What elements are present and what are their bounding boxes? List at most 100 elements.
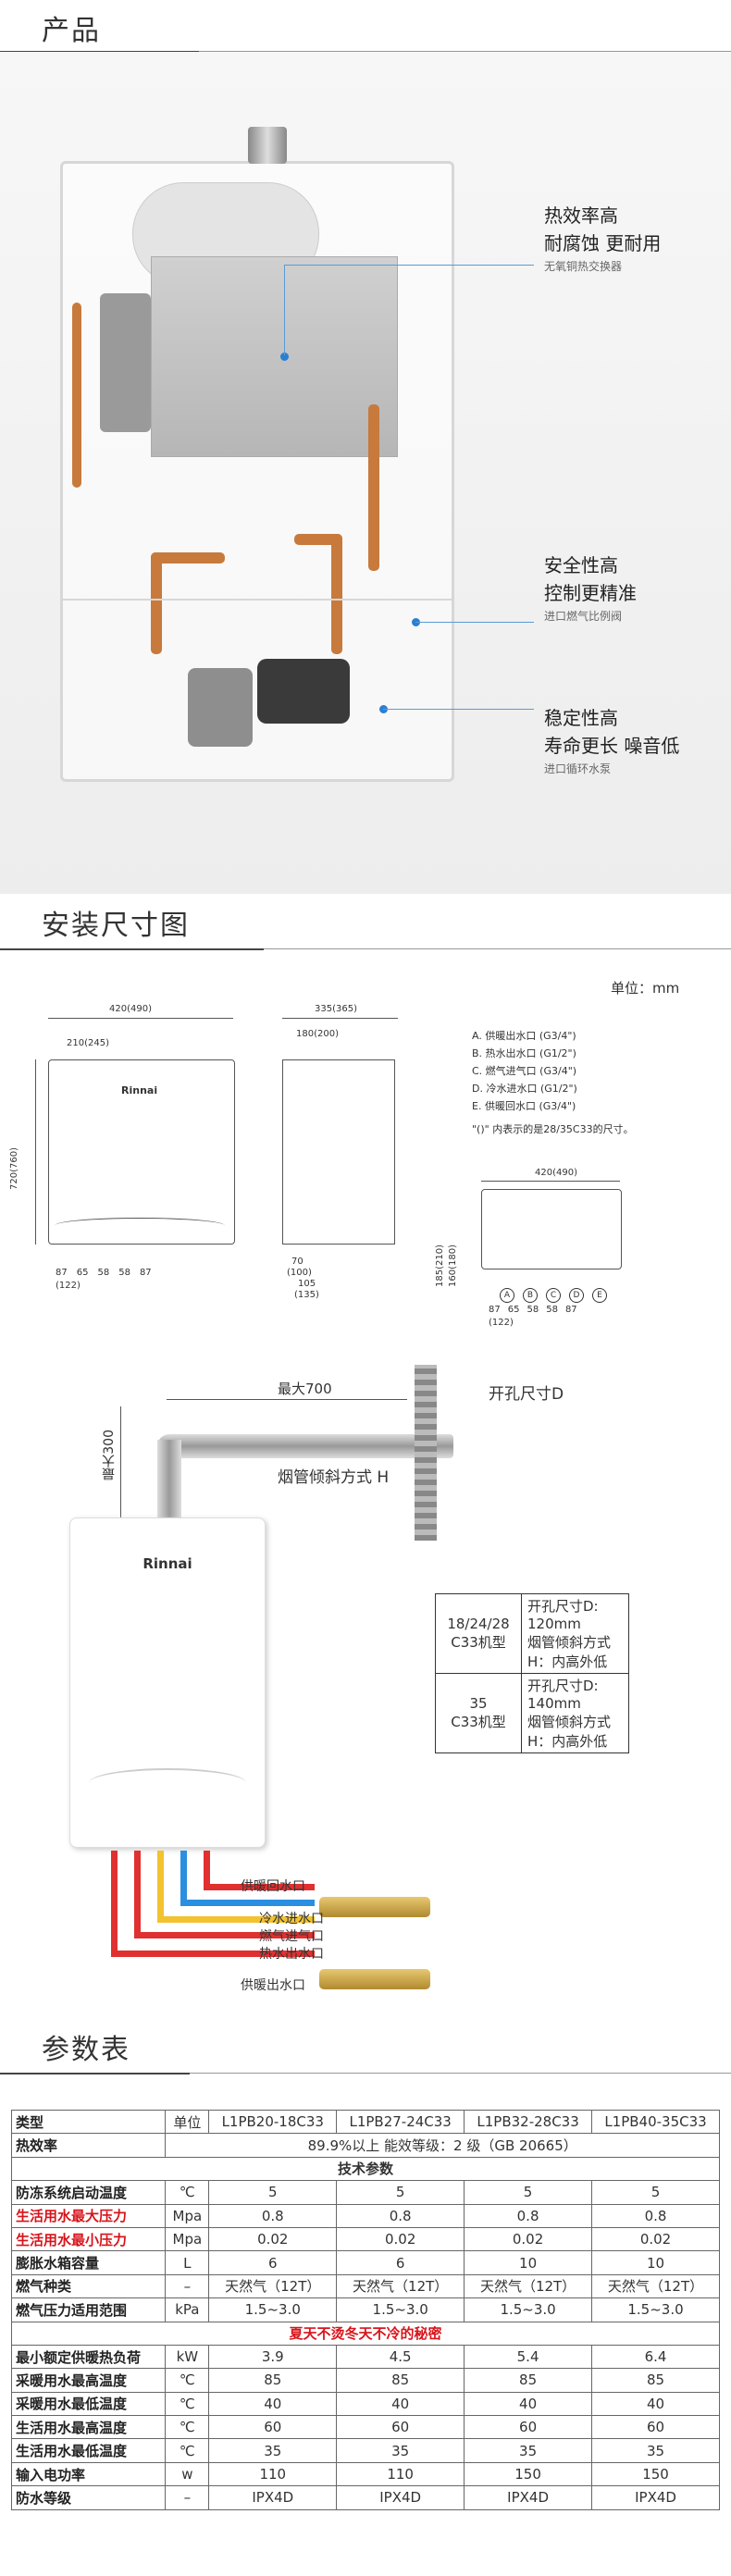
front-curve xyxy=(55,1218,225,1233)
dim-label: 58 xyxy=(118,1268,130,1278)
bottom-view-box xyxy=(481,1189,622,1269)
port-marker: C xyxy=(546,1288,561,1303)
brand-logo-small: Rinnai xyxy=(121,1084,158,1096)
row-value: 60 xyxy=(336,2415,465,2440)
divider xyxy=(63,599,452,601)
row-name: 防水等级 xyxy=(10,2485,167,2510)
feature-sub: 无氧铜热交换器 xyxy=(544,260,623,273)
row-name: 燃气压力适用范围 xyxy=(10,2297,167,2322)
spec-model-cell: 18/24/28 C33机型 xyxy=(435,1593,522,1674)
side-view-box xyxy=(282,1059,395,1245)
header-cell: L1PB40-35C33 xyxy=(591,2109,720,2135)
legend-item: B. 热水出水口 (G1/2") xyxy=(472,1047,576,1059)
bottom-spacing-dims: 87 65 58 58 87 xyxy=(489,1305,577,1315)
slogan-row: 夏天不烫冬天不冷的秘密 xyxy=(11,2321,720,2346)
row-value: 0.02 xyxy=(208,2226,338,2252)
row-value: 35 xyxy=(208,2438,338,2463)
copper-pipe xyxy=(294,534,342,545)
row-value: 0.02 xyxy=(591,2226,720,2252)
spec-model: 18/24/28 xyxy=(447,1616,510,1632)
row-unit: ℃ xyxy=(165,2391,210,2417)
dim-label: 70 xyxy=(291,1257,304,1267)
row-value: IPX4D xyxy=(336,2485,465,2510)
params-header-row: 类型 单位 L1PB20-18C33 L1PB27-24C33 L1PB32-2… xyxy=(10,2109,720,2135)
feature-line: 寿命更长 噪音低 xyxy=(544,735,680,757)
spec-row: 35 C33机型 开孔尺寸D: 140mm 烟管倾斜方式H：内高外低 xyxy=(435,1673,629,1753)
row-name: 最小额定供暖热负荷 xyxy=(10,2344,167,2370)
callout-line xyxy=(415,622,534,623)
row-unit: – xyxy=(165,2485,210,2510)
row-unit: ℃ xyxy=(165,2368,210,2393)
dim-label: 58 xyxy=(527,1305,539,1315)
row-unit: – xyxy=(165,2273,210,2299)
feature-3: 稳定性高 寿命更长 噪音低 进口循环水泵 xyxy=(544,704,679,778)
boiler-cutaway xyxy=(60,127,454,782)
legend-item: C. 燃气进气口 (G3/4") xyxy=(472,1065,577,1077)
row-unit: ℃ xyxy=(165,2180,210,2205)
row-unit: kW xyxy=(165,2344,210,2370)
row-value: 6 xyxy=(336,2250,465,2275)
legend-note: "()" 内表示的是28/35C33的尺寸。 xyxy=(472,1123,634,1135)
front-curve xyxy=(89,1768,246,1798)
row-value: IPX4D xyxy=(464,2485,593,2510)
pipe-gas xyxy=(157,1916,315,1923)
expansion-tank xyxy=(100,293,151,432)
pipe-label: 供暖出水口 xyxy=(241,1978,305,1993)
row-value: 1.5~3.0 xyxy=(464,2297,593,2322)
spec-model: 35 xyxy=(469,1695,488,1712)
manifold-top xyxy=(319,1897,430,1917)
copper-pipe xyxy=(331,534,342,654)
header-cell: L1PB20-18C33 xyxy=(208,2109,338,2135)
row-name: 生活用水最大压力 xyxy=(10,2203,167,2228)
dim-line xyxy=(35,1059,36,1245)
row-unit: ℃ xyxy=(165,2415,210,2440)
row-value: 5.4 xyxy=(464,2344,593,2370)
spec-h: 烟管倾斜方式H：内高外低 xyxy=(527,1634,612,1670)
row-name: 热效率 xyxy=(10,2133,167,2158)
feature-sub: 进口燃气比例阀 xyxy=(544,610,623,623)
spec-row: 18/24/28 C33机型 开孔尺寸D: 120mm 烟管倾斜方式H：内高外低 xyxy=(435,1593,629,1674)
section-title-params: 参数表 xyxy=(42,2034,130,2066)
dim-label: (135) xyxy=(294,1290,319,1300)
port-legend: A. 供暖出水口 (G3/4") B. 热水出水口 (G1/2") C. 燃气进… xyxy=(472,1027,634,1138)
row-value: 0.8 xyxy=(464,2203,593,2228)
section-underline-thin xyxy=(264,948,731,949)
dim-label: 最大700 xyxy=(278,1381,332,1397)
dim-label: 65 xyxy=(507,1305,520,1315)
section-underline-thin xyxy=(190,2073,731,2074)
pipe-label: 供暖回水口 xyxy=(241,1879,305,1894)
dim-label: 185(210) xyxy=(435,1245,445,1287)
hole-label: 开孔尺寸D xyxy=(489,1385,564,1404)
feature-2: 安全性高 控制更精准 进口燃气比例阀 xyxy=(544,551,637,625)
efficiency-row: 热效率 89.9%以上 能效等级：2 级（GB 20665） xyxy=(10,2133,720,2158)
row-value: 10 xyxy=(591,2250,720,2275)
row-value: 0.8 xyxy=(591,2203,720,2228)
dim-label: 87 xyxy=(56,1268,68,1278)
dim-label: 58 xyxy=(546,1305,558,1315)
boiler-front: Rinnai xyxy=(69,1517,266,1848)
header-cell: L1PB27-24C33 xyxy=(336,2109,465,2135)
dim-label: 87 xyxy=(564,1305,577,1315)
row-value: 150 xyxy=(464,2461,593,2487)
row-value: 60 xyxy=(208,2415,338,2440)
header-cell: 类型 xyxy=(10,2109,167,2135)
row-value: 1.5~3.0 xyxy=(336,2297,465,2322)
spec-model-cell: 35 C33机型 xyxy=(435,1673,522,1753)
row-value: 天然气（12T） xyxy=(464,2273,593,2299)
row-value: 10 xyxy=(464,2250,593,2275)
pipe-hot-water xyxy=(134,1851,141,1938)
row-value: 5 xyxy=(464,2180,593,2205)
brand-logo: Rinnai xyxy=(142,1555,192,1572)
dim-label: 160(180) xyxy=(448,1245,458,1287)
copper-pipe xyxy=(151,552,162,654)
gas-valve xyxy=(188,668,253,747)
callout-line xyxy=(383,709,534,710)
pipe-cold-water xyxy=(180,1851,187,1906)
manifold-bottom xyxy=(319,1969,430,1989)
pipe-heat-out xyxy=(111,1851,118,1957)
